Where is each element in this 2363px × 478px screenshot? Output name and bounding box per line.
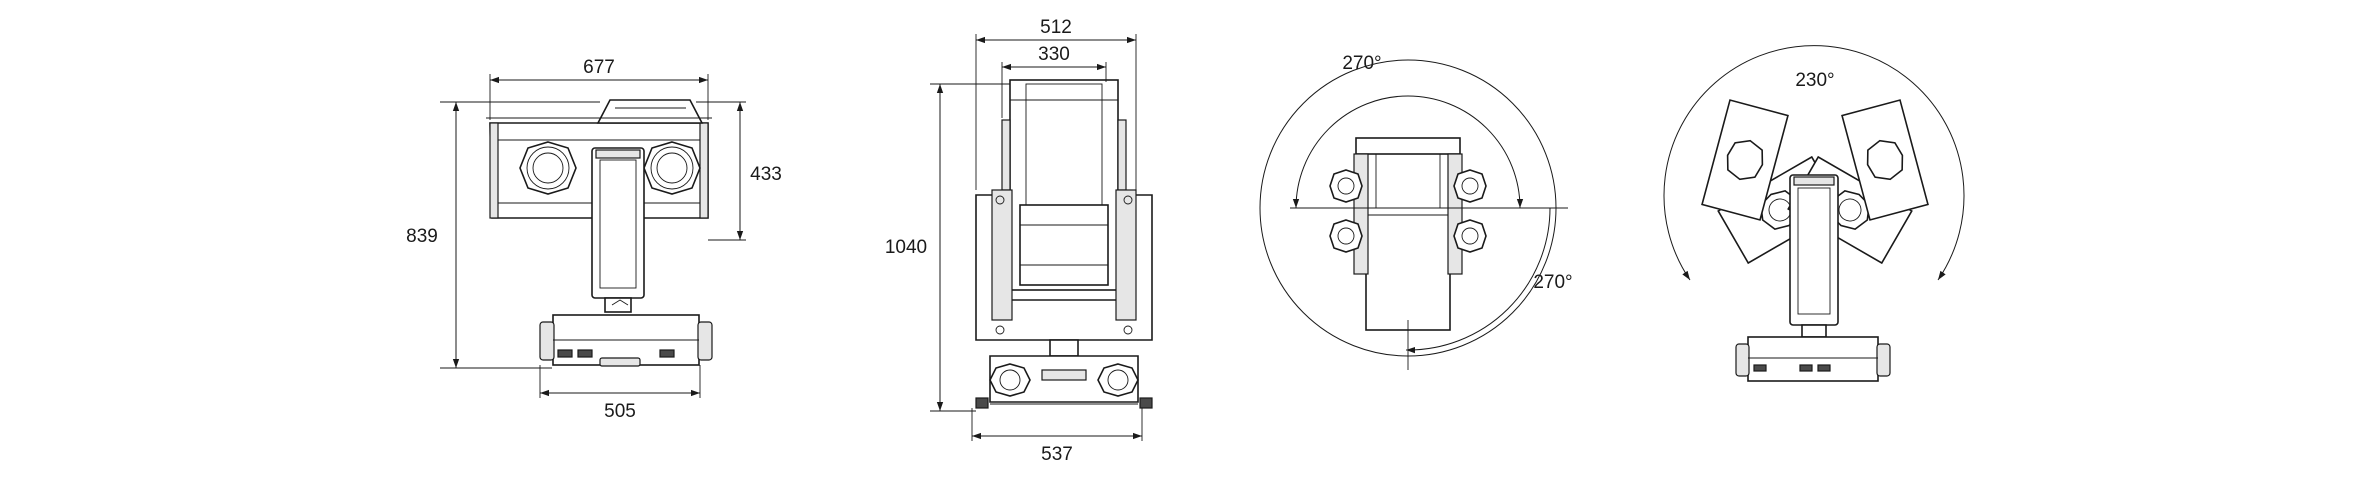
top-head bbox=[1329, 137, 1487, 331]
side-view: 512 330 1040 537 bbox=[885, 17, 1153, 465]
dim-inner-width: 330 bbox=[1038, 44, 1070, 65]
front-dimensions: 677 839 433 505 bbox=[406, 57, 782, 422]
side-base bbox=[975, 339, 1153, 409]
pan-arc-bottom bbox=[1405, 207, 1551, 354]
tilt-arc bbox=[1663, 45, 1965, 281]
tilt-base bbox=[1735, 336, 1891, 382]
dim-head-height: 433 bbox=[750, 164, 782, 185]
dim-base-width-side: 537 bbox=[1041, 444, 1073, 465]
dim-head-width: 677 bbox=[583, 57, 615, 78]
tilt-yoke bbox=[1789, 174, 1839, 338]
front-lens-right bbox=[643, 141, 701, 195]
dim-total-height-front: 839 bbox=[406, 226, 438, 247]
dim-total-height-side: 1040 bbox=[885, 237, 927, 258]
rotation-tilt: 230° bbox=[1795, 70, 1834, 91]
pan-arc-top bbox=[1292, 95, 1524, 209]
dim-base-width-front: 505 bbox=[604, 401, 636, 422]
side-dimensions: 512 330 1040 537 bbox=[885, 17, 1143, 465]
side-yoke bbox=[975, 189, 1153, 341]
front-yoke-arm bbox=[591, 147, 645, 313]
rotation-pan-bottom: 270° bbox=[1533, 272, 1572, 293]
front-base bbox=[539, 314, 713, 367]
dim-yoke-width: 512 bbox=[1040, 17, 1072, 38]
rotation-pan-top: 270° bbox=[1342, 53, 1381, 74]
front-lens-left bbox=[519, 141, 577, 195]
tilt-view: 230° bbox=[1663, 45, 1965, 382]
top-view: 270° 270° bbox=[1259, 53, 1573, 370]
front-view: 677 839 433 505 bbox=[406, 57, 782, 422]
